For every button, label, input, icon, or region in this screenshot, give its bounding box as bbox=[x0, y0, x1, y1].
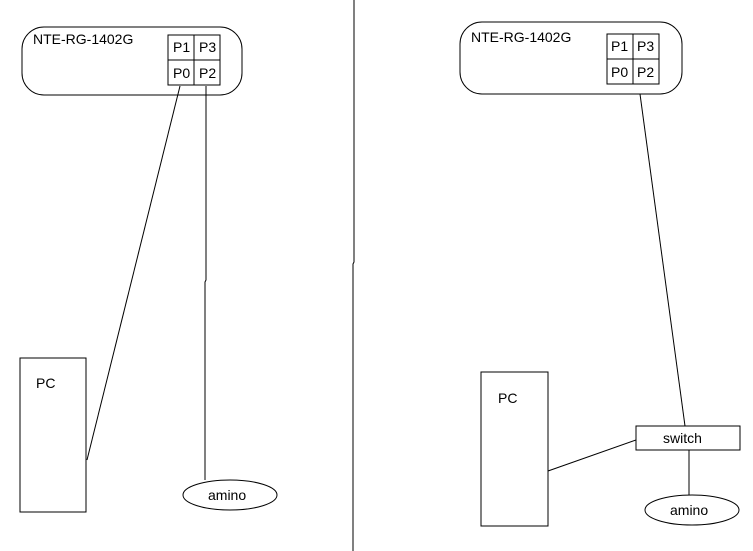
port-p3: P3 bbox=[637, 38, 654, 54]
left-panel: NTE-RG-1402G P1 P3 P0 P2 PC amino bbox=[19, 26, 278, 513]
cable-p0-pc bbox=[86, 85, 181, 461]
router-label: NTE-RG-1402G bbox=[33, 31, 133, 47]
pc-box bbox=[19, 357, 87, 513]
switch-label: switch bbox=[663, 430, 702, 446]
panel-divider bbox=[352, 0, 355, 551]
cable-p0-switch bbox=[639, 93, 686, 427]
port-p0: P0 bbox=[173, 65, 190, 81]
port-p3: P3 bbox=[199, 39, 216, 55]
router-label: NTE-RG-1402G bbox=[471, 29, 571, 45]
right-panel: NTE-RG-1402G P1 P3 P0 P2 PC switch amino bbox=[459, 21, 741, 527]
port-grid: P1 P3 P0 P2 bbox=[606, 33, 660, 85]
port-p0: P0 bbox=[611, 64, 628, 80]
port-p2: P2 bbox=[637, 64, 654, 80]
stb-label: amino bbox=[208, 487, 246, 503]
cable-switch-pc bbox=[547, 439, 637, 472]
stb-ellipse bbox=[644, 494, 740, 526]
pc-label: PC bbox=[36, 375, 55, 391]
port-p2: P2 bbox=[199, 65, 216, 81]
stb-label: amino bbox=[670, 502, 708, 518]
port-p1: P1 bbox=[611, 38, 628, 54]
port-p1: P1 bbox=[173, 39, 190, 55]
switch-box bbox=[635, 425, 741, 451]
port-grid: P1 P3 P0 P2 bbox=[167, 34, 221, 86]
pc-label: PC bbox=[498, 390, 517, 406]
cable-p2-stb bbox=[204, 86, 207, 480]
pc-box bbox=[480, 371, 549, 527]
stb-ellipse bbox=[182, 479, 278, 511]
